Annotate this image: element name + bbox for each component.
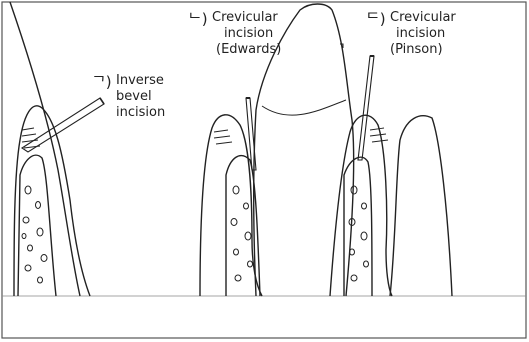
gingival-margin bbox=[262, 100, 346, 115]
alveolar-bone bbox=[18, 155, 56, 296]
scalpel-pinson bbox=[358, 56, 374, 160]
label-line-3: incision bbox=[116, 105, 165, 120]
label-line-2: incision bbox=[224, 26, 273, 41]
tooth-outline bbox=[10, 2, 80, 296]
periodontal-fibers bbox=[214, 130, 232, 144]
panel-marker-inverse-bevel: ᄀ) bbox=[92, 75, 112, 90]
panel-inverse-bevel bbox=[10, 2, 104, 296]
label-line-3: (Pinson) bbox=[390, 42, 443, 57]
bone-trabeculae bbox=[349, 186, 369, 281]
label-line-2: incision bbox=[396, 26, 445, 41]
gingiva-right bbox=[390, 116, 452, 296]
gingiva-left bbox=[330, 115, 392, 296]
label-line-2: bevel bbox=[116, 89, 152, 104]
label-line-3: (Edwards) bbox=[216, 42, 281, 57]
label-line-1: Crevicular bbox=[390, 10, 456, 25]
panel-marker-edwards: ᄂ) bbox=[188, 12, 208, 27]
panel-marker-pinson: ᄃ) bbox=[366, 12, 386, 27]
bone-trabeculae bbox=[231, 186, 253, 281]
label-line-1: Crevicular bbox=[212, 10, 278, 25]
label-line-1: Inverse bbox=[116, 73, 164, 88]
bone-trabeculae bbox=[22, 186, 47, 283]
